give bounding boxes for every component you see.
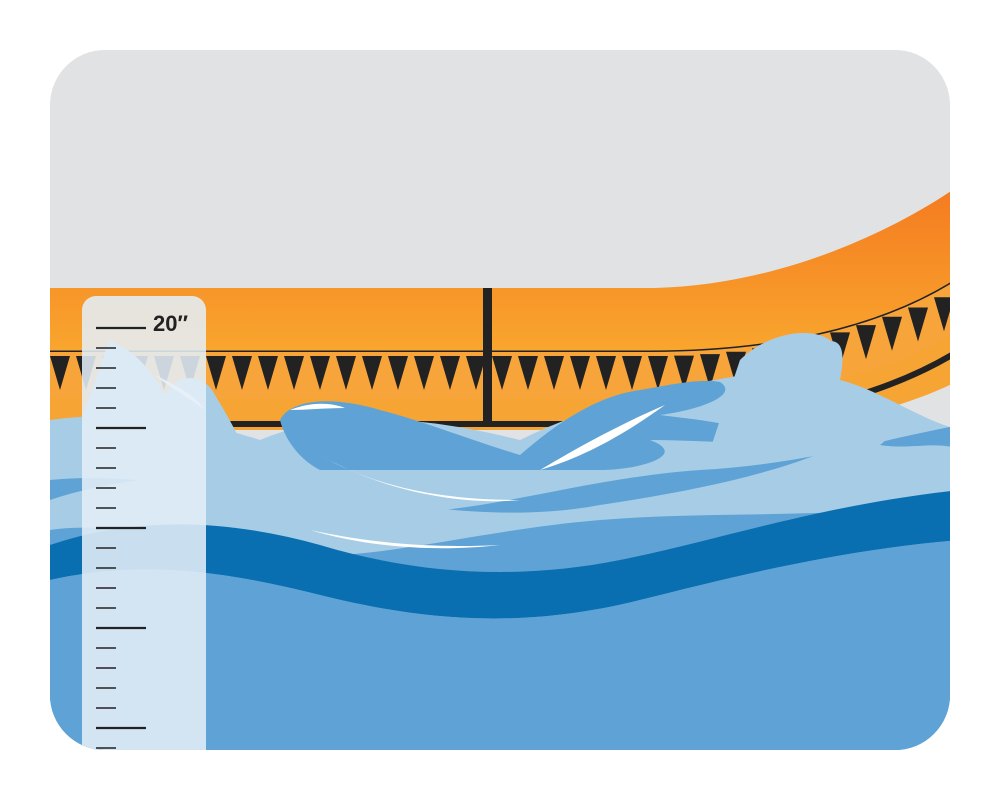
barrier-tooth [206,356,226,390]
barrier-tooth [674,355,694,390]
barrier-tooth [466,356,486,390]
barrier-tooth [882,316,902,351]
barrier-tooth [440,356,460,390]
ruler-background [82,296,206,750]
barrier-tooth [362,356,382,390]
water-dark-band [50,490,950,619]
ruler-ticks [96,326,146,749]
barrier-tooth [336,356,356,390]
ruler-depth-label: 20″ [153,311,188,336]
barrier-tooth [518,356,538,390]
water-front [50,540,950,750]
barrier-tooth [310,356,330,390]
barrier-tooth [388,356,408,390]
barrier-tooth [258,356,278,390]
barrier-tooth [908,307,928,342]
barrier-tooth [570,356,590,390]
water-depth-ruler-icon: 20″ [82,296,206,750]
barrier-joint [483,288,492,426]
barrier-tooth [648,356,668,390]
barrier-tooth [50,356,70,390]
barrier-body [50,185,950,352]
barrier-tooth [596,356,616,390]
barrier-tooth [544,356,564,390]
barrier-tooth [414,356,434,390]
water-light-crest [50,423,950,556]
barrier-tooth [700,354,720,389]
barrier-tooth [232,356,252,390]
foam-streak-2 [310,530,500,549]
foam-streak-4 [290,403,345,410]
barrier-tooth [934,297,950,332]
barrier-tooth [622,356,642,390]
barrier-tooth [856,325,876,360]
foam-streak-3 [540,405,665,470]
barrier-tooth [492,356,512,390]
barrier-tooth [284,356,304,390]
foam-streak-1 [320,455,520,502]
water-splash-mid [280,380,770,470]
